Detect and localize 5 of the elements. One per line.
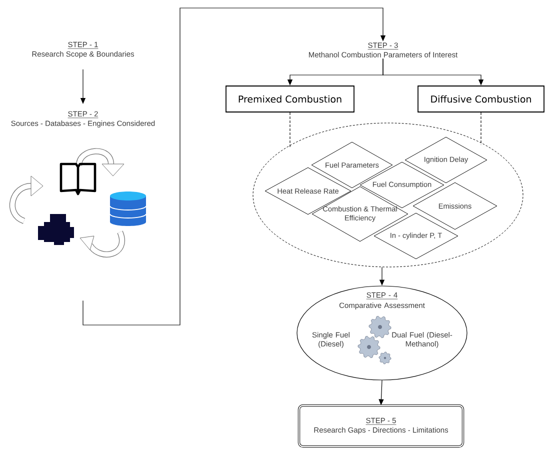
connector-line <box>480 112 482 146</box>
arrow <box>82 8 386 326</box>
dashed-ellipse <box>252 122 524 268</box>
process-box: Diffusive Combustion <box>418 86 544 112</box>
process-box: Premixed Combustion <box>226 86 354 112</box>
